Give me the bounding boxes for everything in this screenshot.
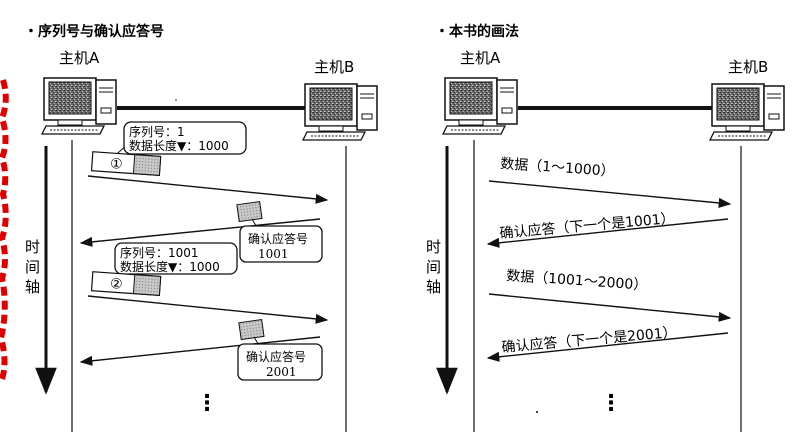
ack-message-1-label: 确认应答（下一个是1001） (499, 210, 675, 242)
segment-1-arrow (87, 175, 329, 204)
computer-icon (709, 83, 785, 141)
ack-1-packet (236, 200, 263, 223)
segment-2-arrow (87, 295, 329, 324)
continuation-dots: ⋮ (196, 391, 218, 416)
segment-1-callout (123, 121, 247, 155)
data-message-2-arrow (488, 293, 732, 322)
ack-message-1-arrow (486, 218, 729, 248)
host-a-label: 主机A (460, 49, 501, 67)
segment-1-seq: 序列号：1 (129, 124, 185, 139)
ack-2-number: 2001 (266, 365, 297, 379)
right-panel-title: ・本书的画法 (435, 23, 519, 40)
segment-1-length: 数据长度▼：1000 (129, 138, 229, 153)
segment-2-seq: 序列号：1001 (120, 245, 199, 260)
ack-message-2-arrow (486, 332, 729, 362)
host-a-label: 主机A (59, 49, 100, 67)
data-message-1-arrow (488, 180, 732, 208)
left-panel: ・序列号与确认应答号 主机A 主机B 时 间 轴 序列号：1 数据长度▼：100… (24, 23, 378, 432)
ack-1-arrow (79, 218, 321, 247)
time-axis-label: 时 (25, 238, 40, 256)
ack-message-2-label: 确认应答（下一个是2001） (501, 324, 677, 356)
data-message-2-label: 数据（1001～2000） (506, 268, 648, 294)
svg-text:轴: 轴 (25, 278, 40, 296)
ack-2-callout (237, 343, 323, 381)
ack-1-label: 确认应答号 (248, 231, 308, 246)
ack-2-label: 确认应答号 (246, 349, 306, 364)
segment-2-length: 数据长度▼：1000 (120, 259, 220, 274)
segment-1-marker: ① (109, 156, 123, 173)
ack-2-packet (238, 318, 265, 341)
margin-marks (0, 79, 9, 384)
computer-icon (442, 77, 518, 135)
continuation-dots: ⋮ (600, 391, 622, 416)
host-b-label: 主机B (728, 58, 768, 76)
svg-text:间: 间 (426, 258, 441, 276)
svg-text:轴: 轴 (426, 278, 441, 296)
host-b-label: 主机B (314, 58, 354, 76)
ack-1-callout (239, 225, 323, 263)
segment-2-packet: ② (90, 271, 162, 297)
segment-2-callout (114, 242, 238, 275)
right-panel: ・本书的画法 主机A 主机B 时 间 轴 数据（1～1000） 确认应答（下一个… (426, 23, 785, 432)
segment-2-marker: ② (109, 276, 123, 293)
ack-2-arrow (79, 336, 321, 366)
data-message-1-label: 数据（1～1000） (500, 156, 615, 180)
segment-1-packet: ① (90, 151, 162, 177)
left-panel-title: ・序列号与确认应答号 (24, 23, 164, 40)
svg-text:间: 间 (25, 258, 40, 276)
ack-1-number: 1001 (258, 247, 289, 261)
computer-icon (302, 83, 378, 141)
computer-icon (41, 77, 117, 135)
time-axis-label: 时 (426, 238, 441, 256)
